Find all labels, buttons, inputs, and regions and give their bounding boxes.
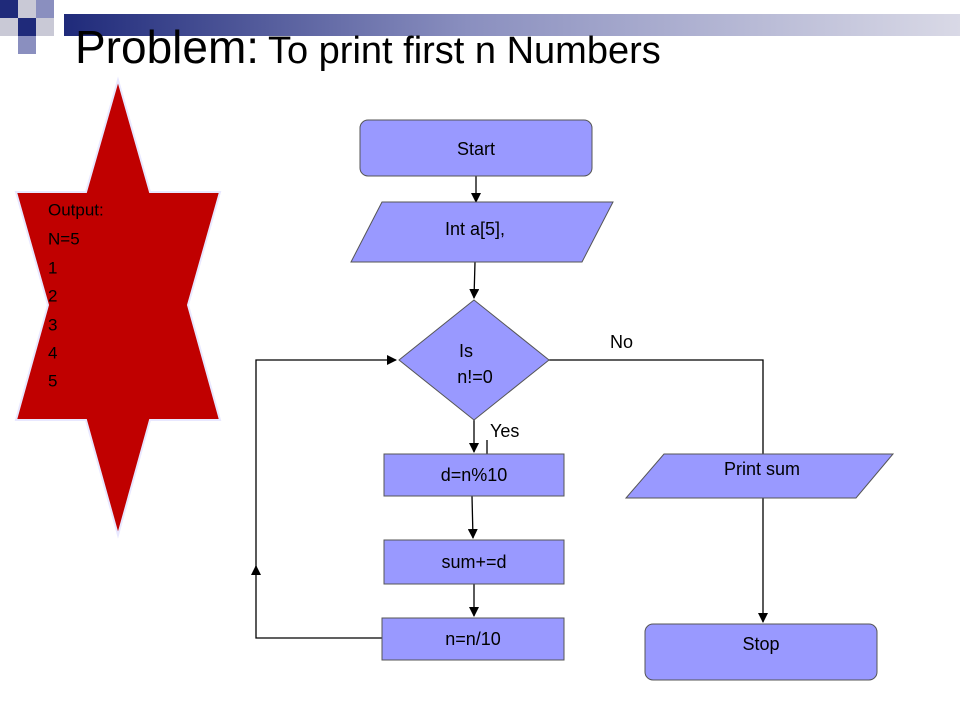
node-sum: sum+=d bbox=[383, 539, 565, 585]
page-title: Problem: To print first n Numbers bbox=[75, 20, 661, 74]
edge-divide-loop-up bbox=[251, 565, 382, 639]
node-mod-label: d=n%10 bbox=[441, 465, 508, 485]
node-decision-line1: Is bbox=[459, 341, 473, 361]
node-decision-line2: n!=0 bbox=[457, 367, 493, 387]
header-bar bbox=[64, 14, 960, 36]
node-mod: d=n%10 bbox=[383, 453, 565, 497]
edges bbox=[251, 176, 768, 639]
output-lines: Output: N=5 1 2 3 4 5 bbox=[48, 200, 104, 390]
title-rest: To print first n Numbers bbox=[267, 30, 661, 72]
node-print: Print sum bbox=[624, 453, 895, 499]
node-decision: Is n!=0 bbox=[398, 299, 550, 421]
title-main: Problem: bbox=[75, 21, 260, 73]
node-divide: n=n/10 bbox=[381, 617, 565, 661]
edge-no-branch bbox=[548, 359, 764, 454]
edge-mod-sum bbox=[467, 495, 478, 539]
edge-input-decision bbox=[469, 261, 480, 299]
node-stop-label: Stop bbox=[742, 634, 779, 654]
output-line: 1 bbox=[48, 258, 57, 277]
output-line: 4 bbox=[48, 343, 57, 362]
output-line: 5 bbox=[48, 371, 57, 390]
node-start: Start bbox=[359, 119, 593, 177]
node-sum-label: sum+=d bbox=[441, 552, 506, 572]
output-line: N=5 bbox=[48, 229, 80, 248]
output-line: 2 bbox=[48, 286, 57, 305]
edge-no-label: No bbox=[610, 332, 633, 352]
edge-yes-label: Yes bbox=[490, 421, 519, 441]
node-print-label: Print sum bbox=[724, 459, 800, 479]
decorative-squares bbox=[0, 0, 54, 54]
output-line: 3 bbox=[48, 315, 57, 334]
node-start-label: Start bbox=[457, 139, 495, 159]
edge-loop-back bbox=[255, 355, 397, 572]
node-stop: Stop bbox=[644, 623, 878, 681]
node-input: Int a[5], bbox=[350, 201, 614, 263]
output-line: Output: bbox=[48, 200, 104, 219]
node-divide-label: n=n/10 bbox=[445, 629, 501, 649]
output-star bbox=[14, 76, 222, 539]
output-star-shape bbox=[14, 76, 222, 539]
node-input-label: Int a[5], bbox=[445, 219, 505, 239]
